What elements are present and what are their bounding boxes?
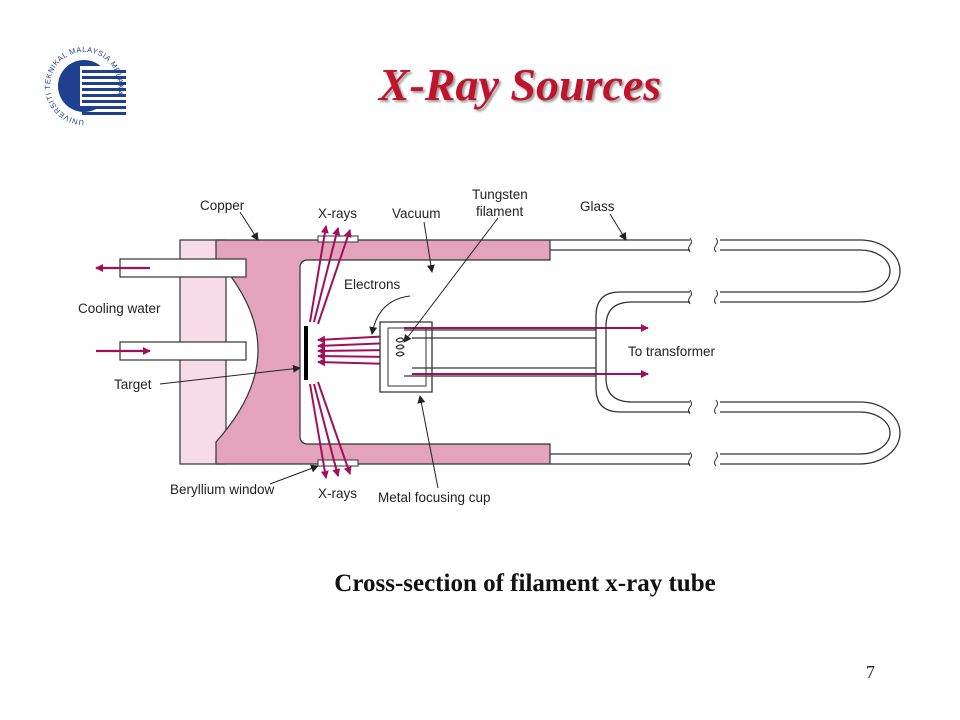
label-to-transformer: To transformer xyxy=(628,344,716,359)
beryllium-window-bottom xyxy=(317,459,359,467)
slide-title: X-Ray Sources xyxy=(378,59,662,110)
label-copper: Copper xyxy=(200,198,245,213)
university-logo-icon: UNIVERSITI TEKNIKAL MALAYSIA MELAKA xyxy=(43,45,128,127)
beryllium-window-top xyxy=(317,235,359,243)
label-tungsten-line1: Tungsten xyxy=(472,187,528,202)
diagram-caption: Cross-section of filament x-ray tube xyxy=(334,570,716,597)
transformer-leads xyxy=(404,329,596,377)
xray-beams xyxy=(309,225,352,479)
label-tungsten-line2: filament xyxy=(476,204,524,219)
label-xrays-bottom: X-rays xyxy=(318,486,357,501)
university-logo: UNIVERSITI TEKNIKAL MALAYSIA MELAKA xyxy=(38,40,130,132)
glass-break-marks xyxy=(688,237,718,467)
label-target: Target xyxy=(114,377,152,392)
label-metal-focusing-cup: Metal focusing cup xyxy=(378,490,491,505)
copper-anode xyxy=(215,239,551,465)
label-beryllium-window: Beryllium window xyxy=(170,482,275,497)
page-number: 7 xyxy=(866,662,875,682)
label-cooling-water: Cooling water xyxy=(78,301,161,316)
glass-envelope xyxy=(550,239,901,465)
label-xrays-top: X-rays xyxy=(318,206,357,221)
label-glass: Glass xyxy=(580,199,615,214)
label-vacuum: Vacuum xyxy=(392,206,441,221)
label-leaders xyxy=(159,211,627,489)
label-electrons: Electrons xyxy=(344,277,401,292)
